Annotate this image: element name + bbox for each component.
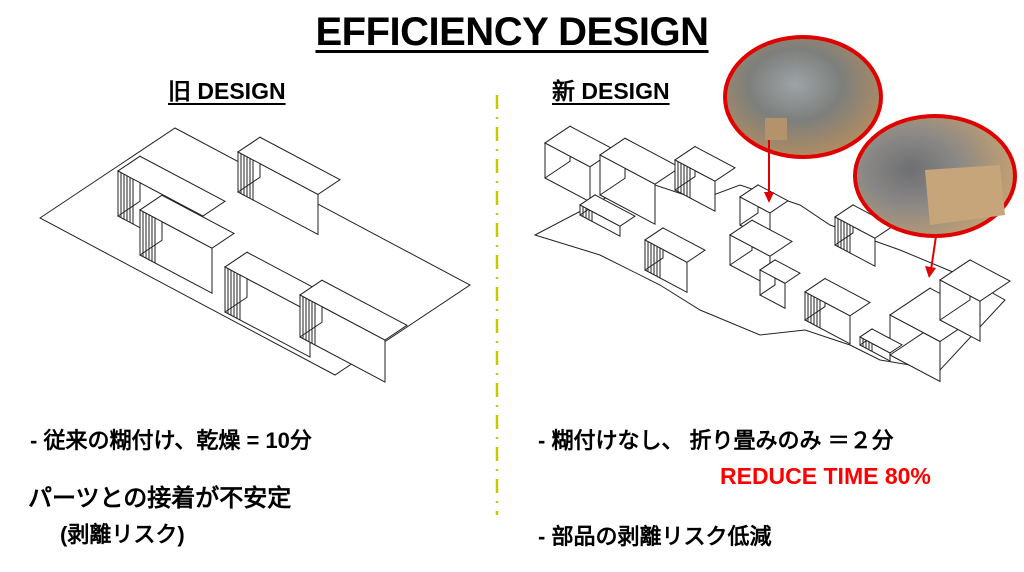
box-top-face xyxy=(739,184,789,214)
cardboard-insert xyxy=(925,165,1005,225)
photo-callout-1 xyxy=(723,35,883,203)
box-top-face xyxy=(579,194,636,227)
box-top-face xyxy=(117,155,226,217)
arrow-head-icon xyxy=(764,192,774,203)
reduce-time-highlight: REDUCE TIME 80% xyxy=(720,463,931,489)
old-design-heading: 旧 DESIGN xyxy=(168,78,286,104)
box-top-face xyxy=(299,279,408,341)
box-top-face xyxy=(674,146,736,182)
box-top-face xyxy=(759,259,801,284)
old-design-isometric-drawing xyxy=(39,127,471,383)
box-top-face xyxy=(939,259,1011,302)
arrow-head-icon xyxy=(925,266,936,278)
new-bullet-fold-time: - 糊付けなし、 折り畳みのみ ＝２分 xyxy=(538,428,894,453)
box-top-face xyxy=(729,219,793,257)
new-design-heading: 新 DESIGN xyxy=(552,78,670,104)
cardboard-insert xyxy=(765,118,787,140)
callout-arrow-2 xyxy=(930,235,937,271)
page-title: EFFICIENCY DESIGN xyxy=(315,10,709,54)
box-top-face xyxy=(859,328,903,354)
box-top-face xyxy=(237,136,341,195)
new-bullet-peel-reduced: - 部品の剥離リスク低減 xyxy=(538,524,772,549)
box-top-face xyxy=(139,194,235,249)
old-note-unstable: パーツとの接着が不安定 xyxy=(28,485,292,512)
old-bullet-glue-time: - 従来の糊付け、乾燥 = 10分 xyxy=(30,428,312,453)
old-note-peel-risk: (剥離リスク) xyxy=(60,522,185,547)
engine-photo-1 xyxy=(723,35,883,159)
box-top-face xyxy=(644,227,706,263)
box-top-face xyxy=(804,278,871,317)
new-design-isometric-drawing xyxy=(533,125,1011,383)
photo-callout-2 xyxy=(853,114,1017,278)
